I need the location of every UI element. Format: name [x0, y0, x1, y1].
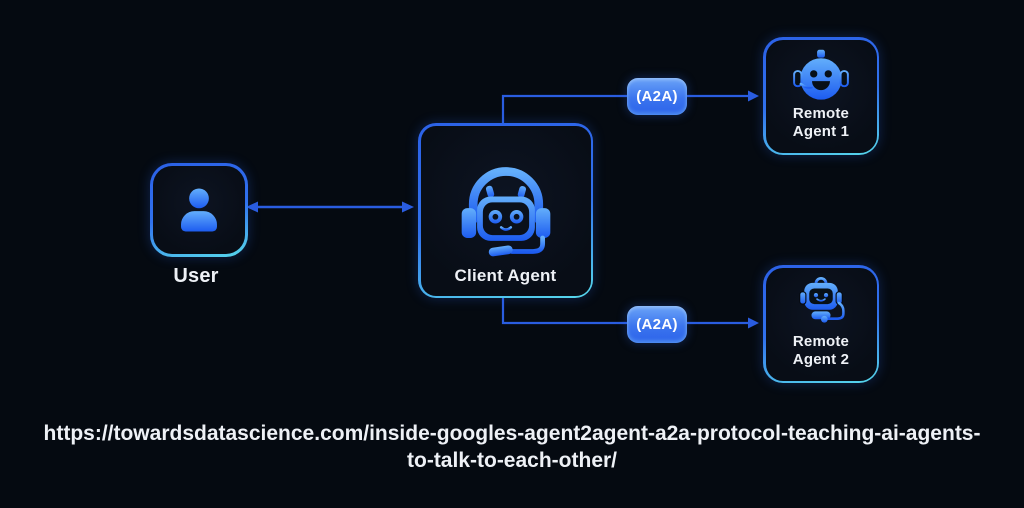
a2a-protocol-badge-2: (A2A) [627, 306, 687, 343]
person-icon [181, 188, 217, 232]
remote-agent-2-label: Remote Agent 2 [792, 332, 850, 368]
edge-user-client [246, 201, 414, 213]
robot-headset-icon [461, 166, 550, 256]
source-url-line1: https://towardsdatascience.com/inside-go… [43, 422, 981, 445]
remote-agent-2-node: Remote Agent 2 [763, 265, 879, 383]
robot-square-head-icon [799, 276, 845, 323]
user-node [150, 163, 248, 257]
remote-agent-1-label: Remote Agent 1 [792, 104, 850, 140]
remote-agent-1-node: Remote Agent 1 [763, 37, 879, 155]
user-label: User [173, 265, 219, 287]
a2a-protocol-badge-1: (A2A) [627, 78, 687, 115]
client-agent-node: Client Agent [418, 123, 593, 298]
source-url-line2: to-talk-to-each-other/ [407, 448, 617, 472]
source-url: https://towardsdatascience.com/inside-go… [0, 421, 1024, 474]
robot-round-head-icon [793, 49, 849, 100]
client-agent-label: Client Agent [454, 265, 557, 285]
